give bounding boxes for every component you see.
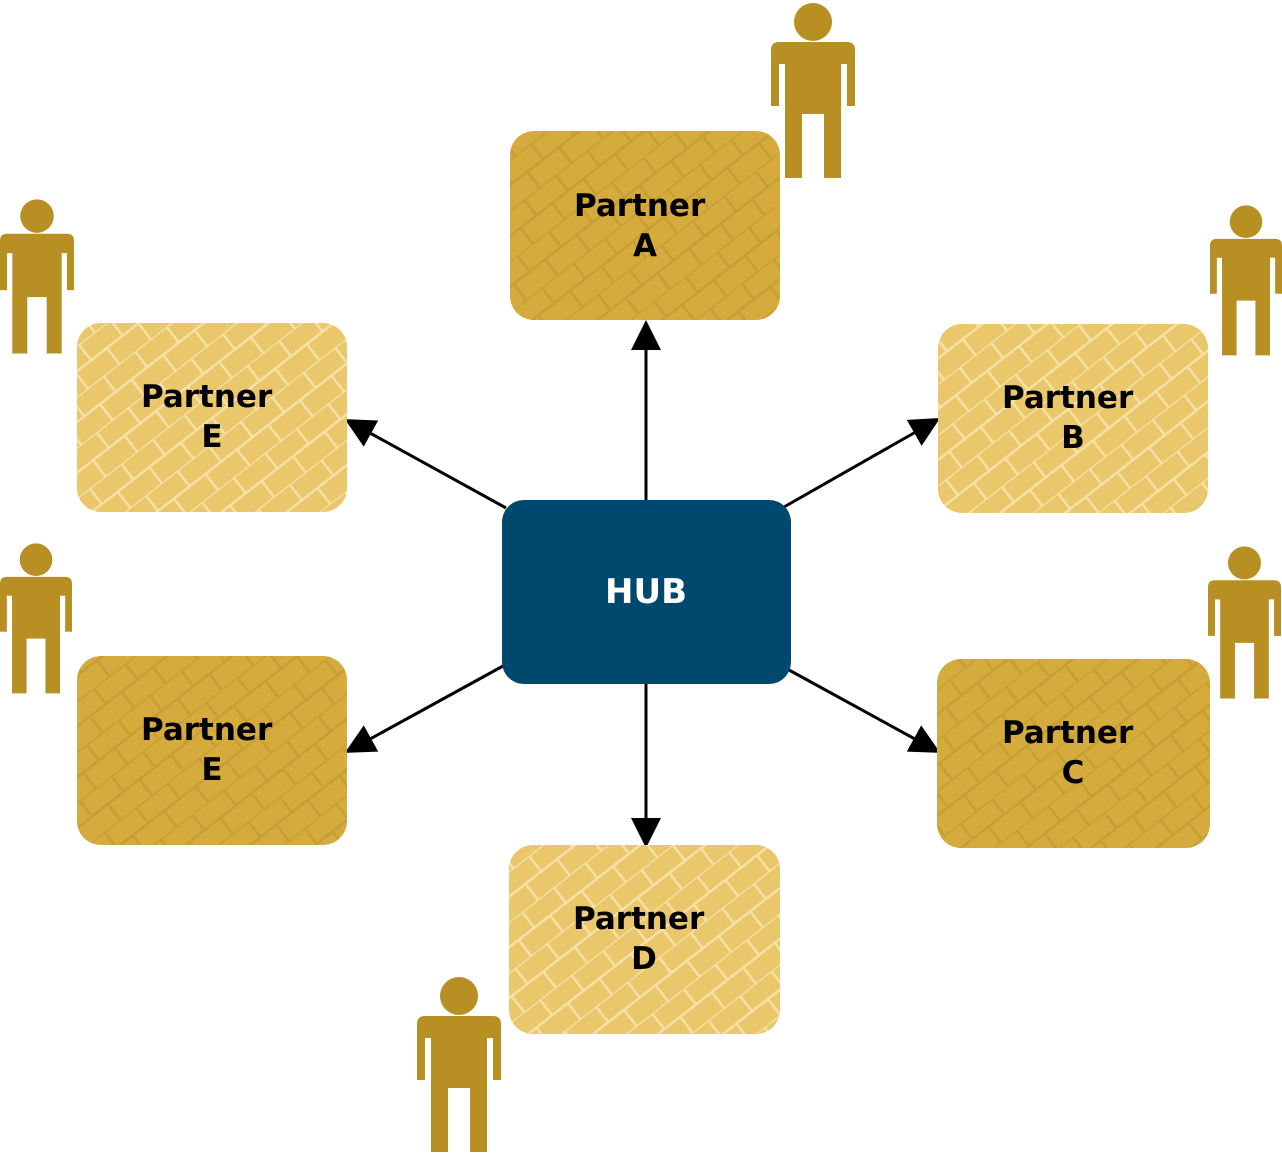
hub-node: HUB xyxy=(502,500,791,684)
arrow-to-partner-e-lower xyxy=(344,664,504,753)
partner-e-lower-node: Partner E xyxy=(77,656,347,845)
person-icon xyxy=(417,977,501,1152)
partner-a-label-line2: A xyxy=(633,228,657,264)
person-icon xyxy=(0,199,74,354)
svg-text:Partner B: Partner B xyxy=(1002,380,1144,456)
partner-d-node: Partner D xyxy=(509,845,780,1034)
partner-c-label-line1: Partner xyxy=(1002,715,1134,751)
arrow-to-partner-e-upper xyxy=(344,419,507,510)
arrow-to-partner-b xyxy=(783,418,941,509)
hub-label: HUB xyxy=(605,572,687,612)
partner-c-node: Partner C xyxy=(937,659,1210,848)
connector-arrows xyxy=(344,320,941,848)
partner-e-upper-label-line1: Partner xyxy=(141,379,273,415)
partner-d-label-line1: Partner xyxy=(573,901,705,937)
partner-a-node: Partner A xyxy=(510,131,780,320)
partner-b-node: Partner B xyxy=(938,324,1208,513)
partner-e-lower-label-line1: Partner xyxy=(141,712,273,748)
partner-e-upper-label-line2: E xyxy=(201,419,222,455)
partner-d-label-line2: D xyxy=(631,941,657,977)
arrow-to-partner-c xyxy=(788,668,941,753)
person-icon xyxy=(1210,205,1282,356)
person-icon xyxy=(0,543,72,694)
svg-text:Partner C: Partner C xyxy=(1002,715,1144,791)
partner-e-upper-node: Partner E xyxy=(77,323,347,512)
svg-text:Partner E: Partner E xyxy=(141,379,283,455)
svg-text:Partner A: Partner A xyxy=(574,188,716,264)
partner-c-label-line2: C xyxy=(1062,755,1085,791)
partner-a-label-line1: Partner xyxy=(574,188,706,224)
partner-b-label-line2: B xyxy=(1061,420,1085,456)
svg-text:Partner E: Partner E xyxy=(141,712,283,788)
person-icon xyxy=(1208,546,1281,699)
partner-b-label-line1: Partner xyxy=(1002,380,1134,416)
person-icon xyxy=(771,3,855,178)
svg-text:Partner D: Partner D xyxy=(573,901,715,977)
partner-e-lower-label-line2: E xyxy=(201,752,222,788)
